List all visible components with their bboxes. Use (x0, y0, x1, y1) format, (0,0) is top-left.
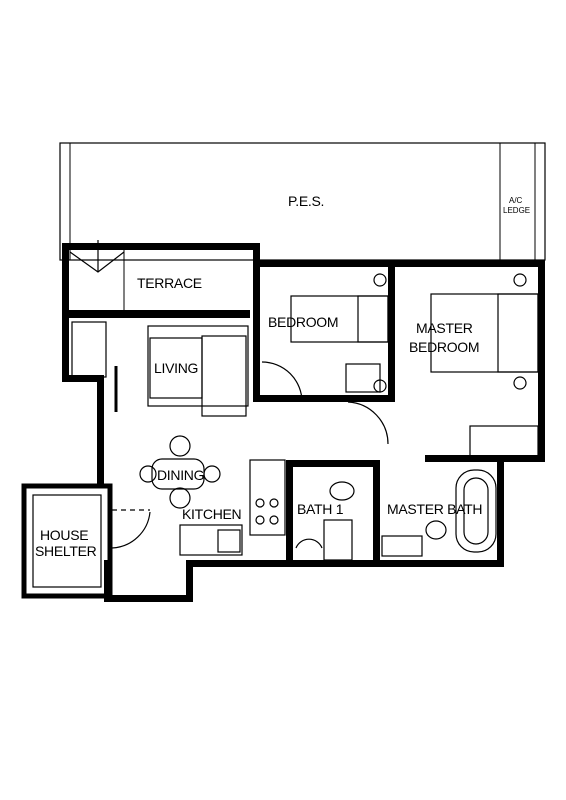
ac-ledge-label-line1: A/C (509, 196, 523, 205)
master-bedroom-label-line2: BEDROOM (409, 339, 479, 355)
dining-label: DINING (157, 467, 204, 483)
bedroom-label: BEDROOM (268, 314, 338, 330)
living (114, 325, 249, 417)
kitchen-label: KITCHEN (182, 506, 241, 522)
house-shelter-label-line1: HOUSE (40, 527, 88, 543)
living-label: LIVING (154, 360, 198, 376)
pes-label: P.E.S. (288, 193, 324, 209)
master-bath-label: MASTER BATH (387, 501, 482, 517)
terrace-label: TERRACE (137, 275, 202, 291)
master-bedroom-label-line1: MASTER (416, 320, 473, 336)
terrace-details (67, 240, 125, 378)
dining (139, 435, 221, 509)
house-shelter-label-line2: SHELTER (35, 543, 97, 559)
master-bath (381, 469, 497, 557)
exterior-walls (62, 243, 545, 602)
bath-1 (293, 460, 380, 567)
master-bedroom (347, 273, 539, 462)
ac-ledge-label-line2: LEDGE (503, 206, 530, 215)
kitchen (179, 459, 293, 567)
bath-1-label: BATH 1 (297, 501, 344, 517)
house-shelter (21, 483, 151, 599)
bedroom (253, 267, 395, 403)
